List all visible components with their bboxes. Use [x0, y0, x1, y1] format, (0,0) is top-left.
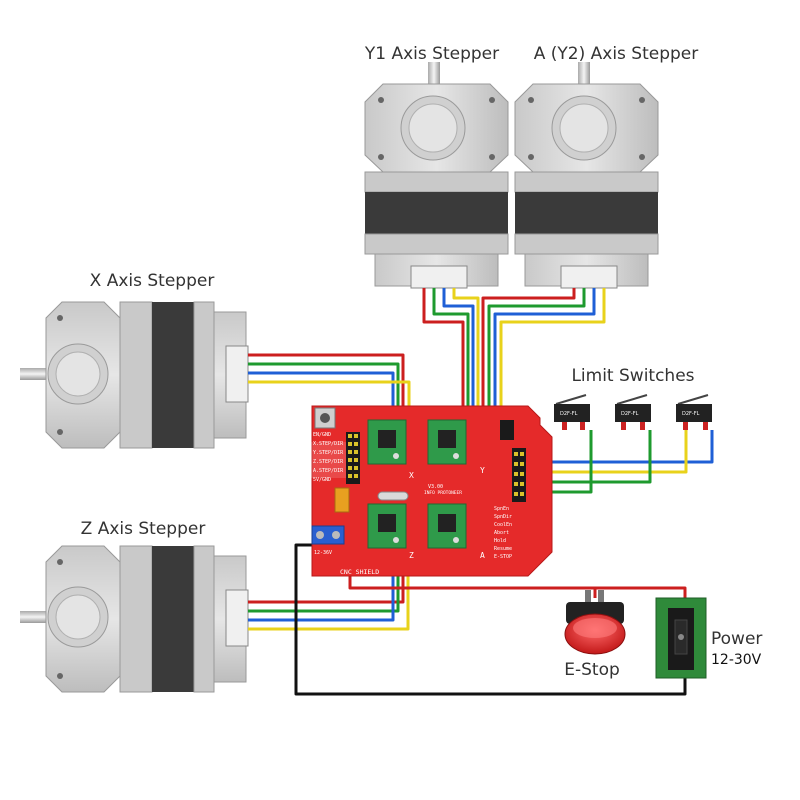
- svg-text:D2F-FL: D2F-FL: [560, 411, 578, 417]
- silk-right-labels: SpnEn SpnDir CoolEn Abort Hold Resume E-…: [494, 506, 512, 560]
- x-stepper-label: X Axis Stepper: [90, 271, 215, 291]
- board-name: CNC SHIELD: [340, 568, 379, 576]
- driver-x: [367, 419, 407, 465]
- motor-connector: [410, 265, 468, 289]
- wire-limit-green: [520, 430, 652, 484]
- wire-z-green: [248, 590, 400, 613]
- limit-switch-1: D2F-FL: [554, 394, 590, 430]
- svg-text:SpnEn: SpnEn: [494, 506, 509, 512]
- z-stepper-motor: [20, 545, 249, 693]
- x-stepper-motor: [20, 301, 249, 449]
- cnc-shield-board: EN/GND X.STEP/DIR Y.STEP/DIR Z.STEP/DIR …: [309, 405, 553, 577]
- axis-letter: A: [480, 551, 485, 560]
- svg-text:E-STOP: E-STOP: [494, 554, 512, 560]
- wire-limit-blue: [520, 430, 714, 464]
- wire-a-yellow: [499, 288, 606, 440]
- svg-text:SpnDir: SpnDir: [494, 514, 512, 520]
- board-version: V3.00: [428, 484, 443, 490]
- motor-connector: [560, 265, 618, 289]
- estop-button: [564, 590, 626, 655]
- silk-left-labels: EN/GND X.STEP/DIR Y.STEP/DIR Z.STEP/DIR …: [313, 432, 344, 483]
- motor-connector: [225, 589, 249, 647]
- wire-limit-yellow: [520, 430, 688, 474]
- axis-letter: Z: [409, 551, 414, 560]
- svg-text:A.STEP/DIR: A.STEP/DIR: [313, 468, 344, 474]
- axis-letter: Y: [480, 466, 485, 475]
- svg-text:5V/GND: 5V/GND: [313, 477, 331, 483]
- z-stepper-label: Z Axis Stepper: [81, 519, 206, 539]
- y1-stepper-label: Y1 Axis Stepper: [364, 44, 499, 64]
- a-stepper-label: A (Y2) Axis Stepper: [534, 44, 699, 64]
- a-stepper-motor: [514, 62, 659, 289]
- axis-letter: X: [409, 471, 414, 480]
- svg-text:Resume: Resume: [494, 546, 512, 552]
- limit-switch-2: D2F-FL: [615, 394, 651, 430]
- motor-connector: [225, 345, 249, 403]
- power-jack: [655, 597, 707, 679]
- svg-text:EN/GND: EN/GND: [313, 432, 331, 438]
- svg-text:Hold: Hold: [494, 538, 506, 544]
- svg-text:D2F-FL: D2F-FL: [621, 411, 639, 417]
- wire-estop-black: [294, 543, 687, 696]
- svg-text:CoolEn: CoolEn: [494, 522, 512, 528]
- wire-z-blue: [248, 597, 395, 622]
- svg-text:Z.STEP/DIR: Z.STEP/DIR: [313, 459, 344, 465]
- svg-text:D2F-FL: D2F-FL: [682, 411, 700, 417]
- svg-text:Abort: Abort: [494, 530, 509, 536]
- power-label: Power: [711, 629, 762, 649]
- estop-label: E-Stop: [564, 660, 620, 680]
- driver-z: [367, 503, 407, 549]
- wire-y1-yellow: [452, 288, 480, 440]
- limit-switch-3: D2F-FL: [676, 394, 712, 430]
- svg-text:Y.STEP/DIR: Y.STEP/DIR: [313, 450, 344, 456]
- board-website: INFO PROTONEER: [424, 490, 462, 496]
- y1-stepper-motor: [364, 62, 509, 289]
- power-terminal-label: 12-36V: [314, 550, 332, 556]
- wire-estop-red: [348, 570, 687, 598]
- driver-y: [427, 419, 467, 465]
- power-terminal: [311, 525, 345, 545]
- driver-a: [427, 503, 467, 549]
- limit-switches-label: Limit Switches: [571, 366, 694, 386]
- voltage-label: 12-30V: [711, 652, 762, 668]
- svg-text:X.STEP/DIR: X.STEP/DIR: [313, 441, 344, 447]
- wire-z-red: [248, 582, 405, 604]
